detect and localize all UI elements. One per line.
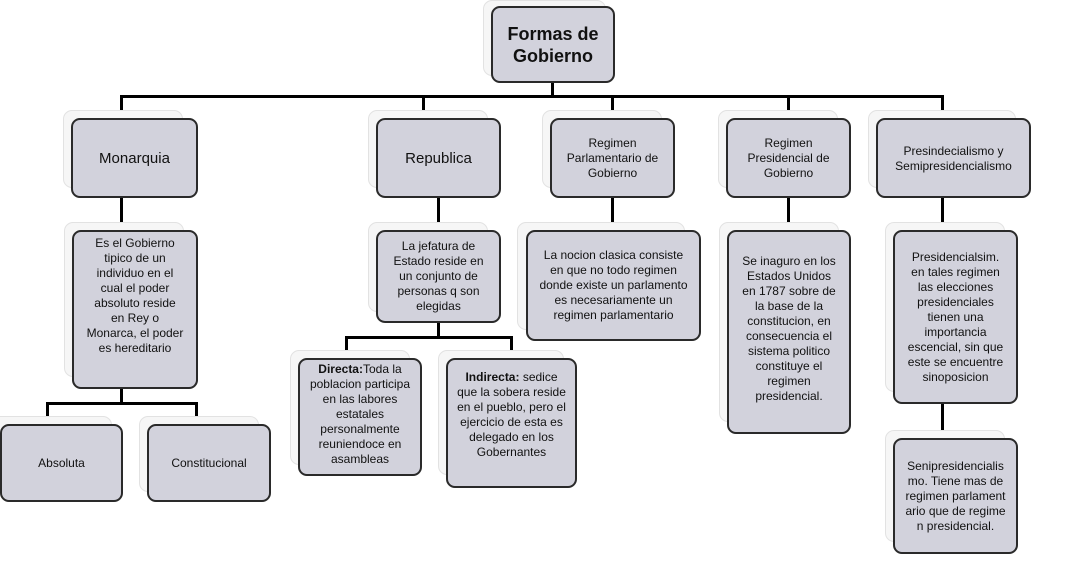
connector [611,95,614,119]
semi-text: Senipresidencialismo. Tiene mas de regim… [905,458,1006,533]
directa-text: Toda la poblacion participa en las labor… [309,362,411,466]
presidencial-node: Regimen Presidencial de Gobierno [726,118,851,198]
absoluta-label: Absoluta [38,455,85,470]
connector [437,196,440,232]
presidencial-desc-text: Se inaguro en los Estados Unidos en 1787… [742,254,836,403]
connector [941,196,944,232]
presidencialismo-node: Presindecialismo y Semipresidencialismo [876,118,1031,198]
presidencial-title: Regimen Presidencial de Gobierno [747,135,830,180]
connector [120,196,123,232]
parlamentario-desc-text: La nocion clasica consiste en que no tod… [539,248,688,322]
connector [120,95,123,119]
monarquia-desc-text: Es el Gobierno tipico de un individuo en… [86,236,184,355]
presidencialismo-desc: Presidencialsim. en tales regimen las el… [893,230,1018,404]
parlamentario-title: Regimen Parlamentario de Gobierno [566,135,659,180]
connector [195,402,198,426]
parlamentario-node: Regimen Parlamentario de Gobierno [550,118,675,198]
presidencialismo-desc-text: Presidencialsim. en tales regimen las el… [907,249,1004,384]
republica-node: Republica [376,118,501,198]
connector [120,386,123,404]
absoluta-node: Absoluta [0,424,123,502]
republica-title: Republica [405,149,472,167]
monarquia-desc: Es el Gobierno tipico de un individuo en… [72,230,198,389]
republica-desc: La jefatura de Estado reside en un conju… [376,230,501,323]
root-label: Formas de Gobierno [507,23,599,66]
parlamentario-desc: La nocion clasica consiste en que no tod… [526,230,701,341]
indirecta-text: sedice que la sobera reside en el pueblo… [457,370,566,459]
constitucional-label: Constitucional [171,455,247,470]
connector [510,336,513,360]
connector [611,196,614,232]
connector [787,95,790,119]
semipresidencialismo-node: Senipresidencialismo. Tiene mas de regim… [893,438,1018,554]
constitucional-node: Constitucional [147,424,271,502]
directa-label: Directa: [318,362,363,376]
monarquia-node: Monarquia [71,118,198,198]
indirecta-label: Indirecta: [465,370,520,384]
connector [941,95,944,119]
monarquia-title: Monarquia [99,149,170,167]
connector [787,196,790,232]
connector [551,80,554,98]
presidencialismo-title: Presindecialismo y Semipresidencialismo [895,144,1012,173]
connector [345,336,348,360]
connector [46,402,49,426]
connector [120,95,944,98]
root-node: Formas de Gobierno [491,6,615,83]
connector [941,401,944,440]
connector [46,402,198,405]
republica-desc-text: La jefatura de Estado reside en un conju… [393,239,484,313]
indirecta-node: Indirecta: sedice que la sobera reside e… [446,358,577,488]
connector [422,95,425,119]
connector [437,320,440,338]
connector [345,336,513,339]
directa-node: Directa:Toda la poblacion participa en l… [298,358,422,476]
presidencial-desc: Se inaguro en los Estados Unidos en 1787… [727,230,851,434]
